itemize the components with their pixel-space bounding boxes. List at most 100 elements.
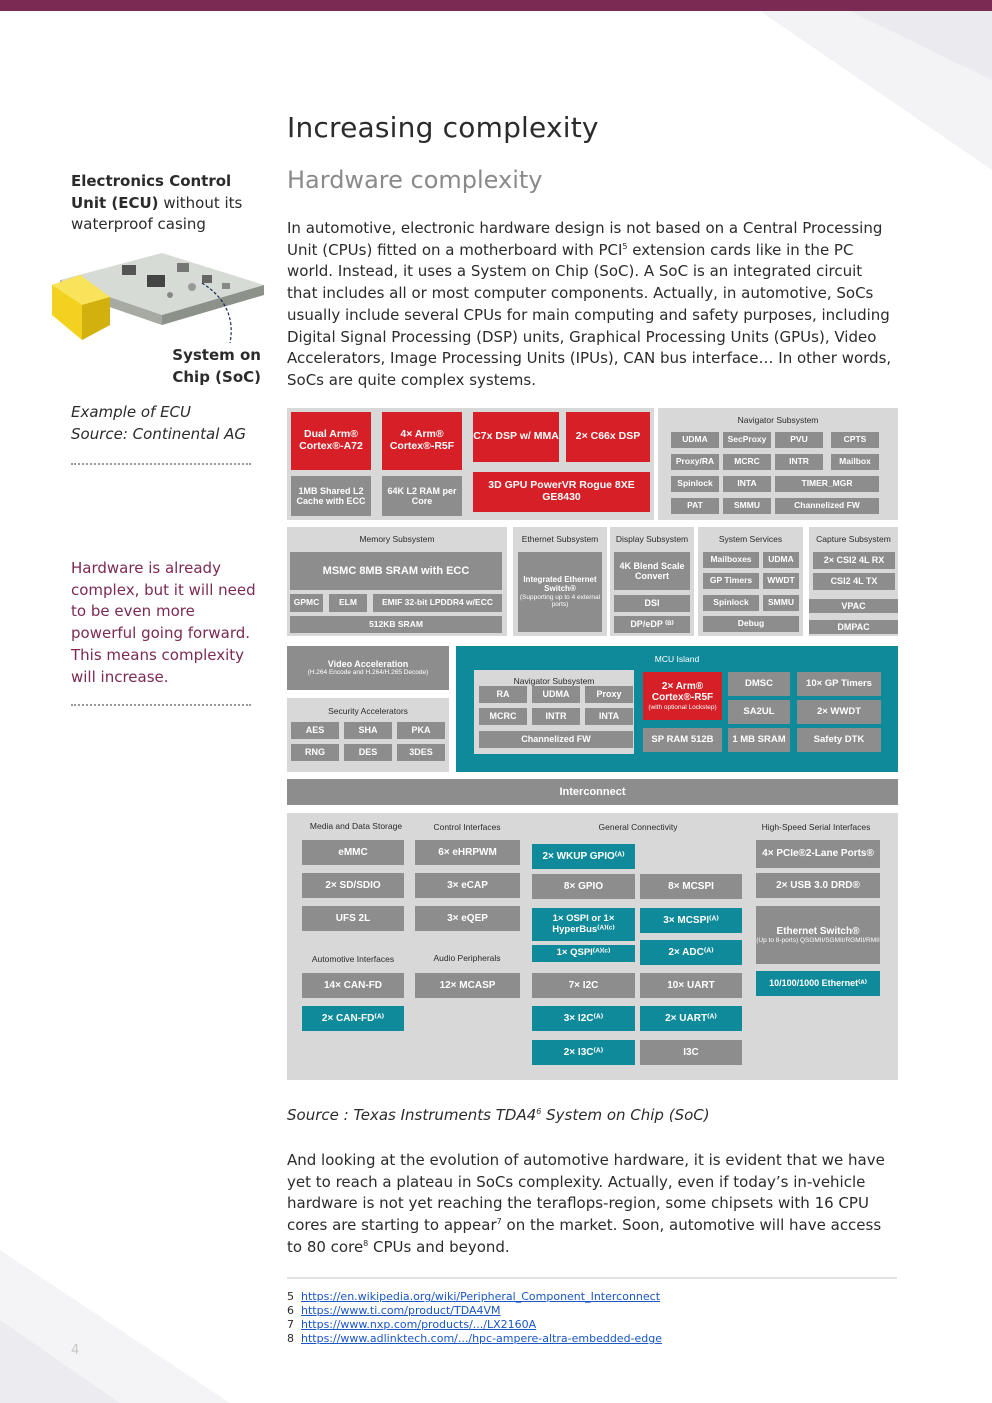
auto-title: Automotive Interfaces (311, 954, 395, 964)
page-title: Increasing complexity (287, 111, 599, 144)
usb: 2× USB 3.0 DRD® (756, 873, 880, 898)
footnotes: 5 https://en.wikipedia.org/wiki/Peripher… (287, 1290, 887, 1346)
security-title: Security Accelerators (328, 706, 408, 716)
gpmc: GPMC (290, 594, 323, 612)
video-acceleration-note: (H.264 Encode and H.264/H.265 Decode) (307, 669, 429, 677)
ethernet-switch-note: (Supporting up to 4 external ports) (519, 593, 601, 608)
navigator-cell: TIMER_MGR (775, 476, 879, 492)
system-cell: GP Timers (703, 573, 759, 589)
sd-sdio: 2× SD/SDIO (302, 873, 404, 898)
soc-label: System on Chip (SoC) (172, 346, 261, 386)
video-acceleration: Video Acceleration (H.264 Encode and H.2… (287, 646, 449, 690)
mcspi-8: 8× MCSPI (640, 874, 742, 899)
navigator-cell: PAT (671, 498, 719, 514)
soc-block-diagram: Dual Arm® Cortex®-A72 4× Arm® Cortex®-R5… (287, 408, 898, 1080)
ecu-photo-illustration (52, 253, 264, 344)
c66x-dsp: 2× C66x DSP (566, 412, 650, 462)
mcu-navigator-cell: INTA (585, 708, 633, 725)
navigator-cell: UDMA (671, 432, 719, 448)
security-cell: SHA (344, 722, 392, 739)
ethernet-switch-hs: Ethernet Switch® (Up to 8-ports) QSGMII/… (756, 906, 880, 964)
dual-arm-a72: Dual Arm® Cortex®-A72 (291, 412, 371, 470)
l2-ram: 64K L2 RAM per Core (382, 476, 462, 516)
evolution-paragraph: And looking at the evolution of automoti… (287, 1151, 885, 1256)
emif: EMIF 32-bit LPDDR4 w/ECC (373, 594, 502, 612)
navigator-cell: SecProxy (723, 432, 771, 448)
security-cell: PKA (397, 722, 445, 739)
mcu-navigator-cell: RA (479, 686, 527, 703)
footnote-link[interactable]: https://www.adlinktech.com/.../hpc-amper… (301, 1332, 663, 1345)
footnote-link[interactable]: https://www.ti.com/product/TDA4VM (301, 1304, 501, 1317)
eqep: 3× eQEP (415, 906, 520, 931)
elm: ELM (329, 594, 367, 612)
dp-edp: DP/eDP ⁽ᴮ⁾ (614, 616, 690, 633)
caption-line: Example of ECU (71, 403, 191, 421)
ospi-hyperbus: 1× OSPI or 1× HyperBus⁽ᴬ⁾⁽ᶜ⁾ (532, 908, 635, 941)
mcu-r5f: 2× Arm® Cortex®-R5F (with optional Locks… (643, 672, 722, 720)
ethernet-switch: Integrated Ethernet Switch® (Supporting … (518, 552, 602, 632)
navigator-cell: INTA (723, 476, 771, 492)
mcu-navigator-cell: Channelized FW (479, 731, 633, 748)
mcu-cell: 1 MB SRAM (728, 728, 790, 752)
mcspi-3: 3× MCSPI⁽ᴬ⁾ (640, 908, 742, 933)
security-cell: DES (344, 744, 392, 761)
dotted-divider (71, 463, 251, 465)
section-title: Hardware complexity (287, 166, 543, 194)
navigator-cell: MCRC (723, 454, 771, 470)
display-title: Display Subsystem (615, 534, 689, 544)
ethernet-switch-label: Integrated Ethernet Switch® (523, 574, 597, 593)
pull-quote: Hardware is already complex, but it will… (71, 559, 256, 686)
dsi: DSI (614, 595, 690, 612)
mcu-cell: DMSC (728, 672, 790, 696)
footnote-link[interactable]: https://en.wikipedia.org/wiki/Peripheral… (301, 1290, 661, 1303)
dmpac: DMPAC (809, 620, 898, 634)
mcu-cell: 10× GP Timers (797, 672, 881, 696)
i2c-7: 7× I2C (532, 973, 635, 998)
mcu-r5f-label: 2× Arm® Cortex®-R5F (651, 681, 714, 704)
i3c-2: 2× I3C⁽ᴬ⁾ (532, 1040, 635, 1065)
navigator-cell: Proxy/RA (671, 454, 719, 470)
intro-paragraph: In automotive, electronic hardware desig… (287, 219, 892, 389)
wkup-gpio: 2× WKUP GPIO⁽ᴬ⁾ (532, 844, 635, 869)
mcu-cell: Safety DTK (797, 728, 881, 752)
mcasp: 12× MCASP (415, 973, 520, 998)
ethernet-switch-hs-label: Ethernet Switch® (776, 925, 860, 937)
ethernet-title: Ethernet Subsystem (521, 534, 599, 544)
i2c-3: 3× I2C⁽ᴬ⁾ (532, 1006, 635, 1031)
navigator-cell: SMMU (723, 498, 771, 514)
mcu-cell: SA2UL (728, 700, 790, 724)
ecap: 3× eCAP (415, 873, 520, 898)
ethernet-switch-hs-note: (Up to 8-ports) QSGMII/SGMII/RGMII/RMII (756, 936, 880, 944)
footnote-divider (287, 1277, 897, 1279)
l2-cache: 1MB Shared L2 Cache with ECC (291, 476, 371, 516)
navigator-title: Navigator Subsystem (737, 415, 819, 425)
c7x-dsp: C7x DSP w/ MMA (473, 412, 559, 462)
footnote-link[interactable]: https://www.nxp.com/products/.../LX2160A (301, 1318, 537, 1331)
can-fd-14: 14× CAN-FD (302, 973, 404, 998)
footnote: 8 https://www.adlinktech.com/.../hpc-amp… (287, 1332, 663, 1345)
uart-2: 2× UART⁽ᴬ⁾ (640, 1006, 742, 1031)
ehrpwm: 6× eHRPWM (415, 840, 520, 865)
mcu-cell: SP RAM 512B (643, 728, 722, 752)
mcu-navigator-cell: INTR (532, 708, 580, 725)
page-number: 4 (71, 1343, 80, 1358)
security-cell: RNG (291, 744, 339, 761)
i3c: I3C (640, 1040, 742, 1065)
dotted-divider (71, 704, 251, 706)
ufs: UFS 2L (302, 906, 404, 931)
interconnect: Interconnect (287, 779, 898, 805)
mcu-navigator-cell: MCRC (479, 708, 527, 725)
system-cell: WWDT (763, 573, 799, 589)
memory-title: Memory Subsystem (359, 534, 435, 544)
ecu-caption: Example of ECU Source: Continental AG (71, 402, 271, 445)
general-title: General Connectivity (598, 822, 678, 832)
blend-scale: 4K Blend Scale Convert (614, 552, 690, 590)
mcu-navigator-cell: Proxy (585, 686, 633, 703)
system-services-title: System Services (718, 534, 783, 544)
navigator-cell: Spinlock (671, 476, 719, 492)
footnote: 6 https://www.ti.com/product/TDA4VM (287, 1304, 501, 1317)
adc: 2× ADC⁽ᴬ⁾ (640, 940, 742, 965)
caption-source: Source: Continental AG (71, 424, 247, 443)
control-title: Control Interfaces (433, 822, 501, 832)
